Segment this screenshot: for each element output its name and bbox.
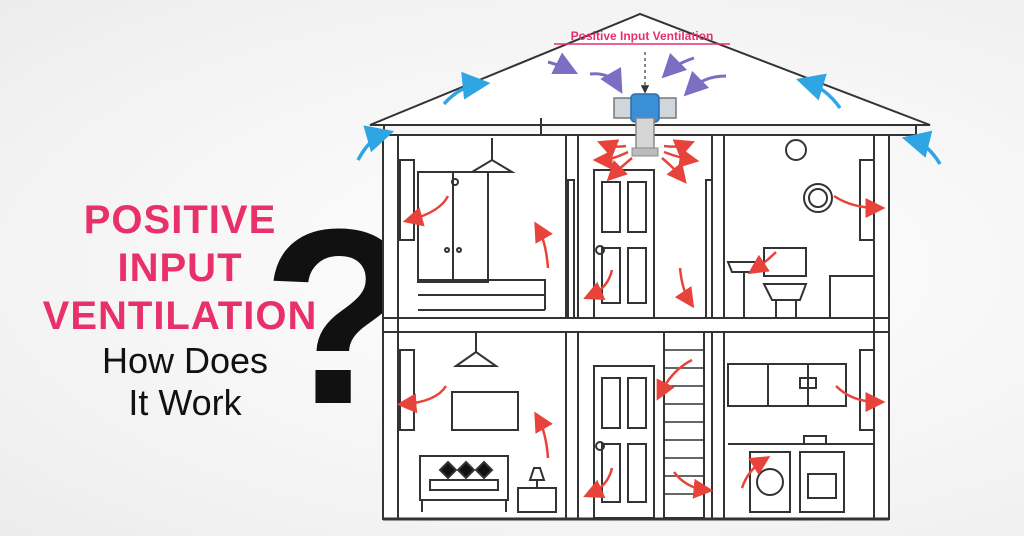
- staircase: [663, 331, 705, 519]
- piv-unit: [613, 93, 677, 157]
- floor-slab: [382, 317, 890, 333]
- bathroom-light: [785, 139, 807, 161]
- bed: [418, 279, 546, 311]
- sofa: [419, 455, 509, 501]
- headline-line-4: How Does: [101, 340, 269, 381]
- headline-line-5: It Work: [128, 382, 242, 423]
- bathroom-mirror: [803, 183, 833, 213]
- fresh-air-arrows: [396, 139, 886, 499]
- oven: [799, 451, 845, 513]
- downstairs-door: [593, 365, 655, 519]
- kitchen-cabinets: [727, 363, 847, 407]
- washing-machine: [749, 451, 791, 513]
- wall-picture: [451, 391, 519, 431]
- headline-line-2: INPUT: [117, 246, 243, 290]
- piv-label: Positive Input Ventilation: [571, 29, 714, 43]
- headline-line-3: VENTILATION: [42, 294, 318, 338]
- headline-line-1: POSITIVE: [83, 198, 277, 242]
- loft-air-intake-arrows: [547, 52, 727, 97]
- outside-air-arrows: [356, 71, 942, 165]
- house-structure: [369, 12, 931, 521]
